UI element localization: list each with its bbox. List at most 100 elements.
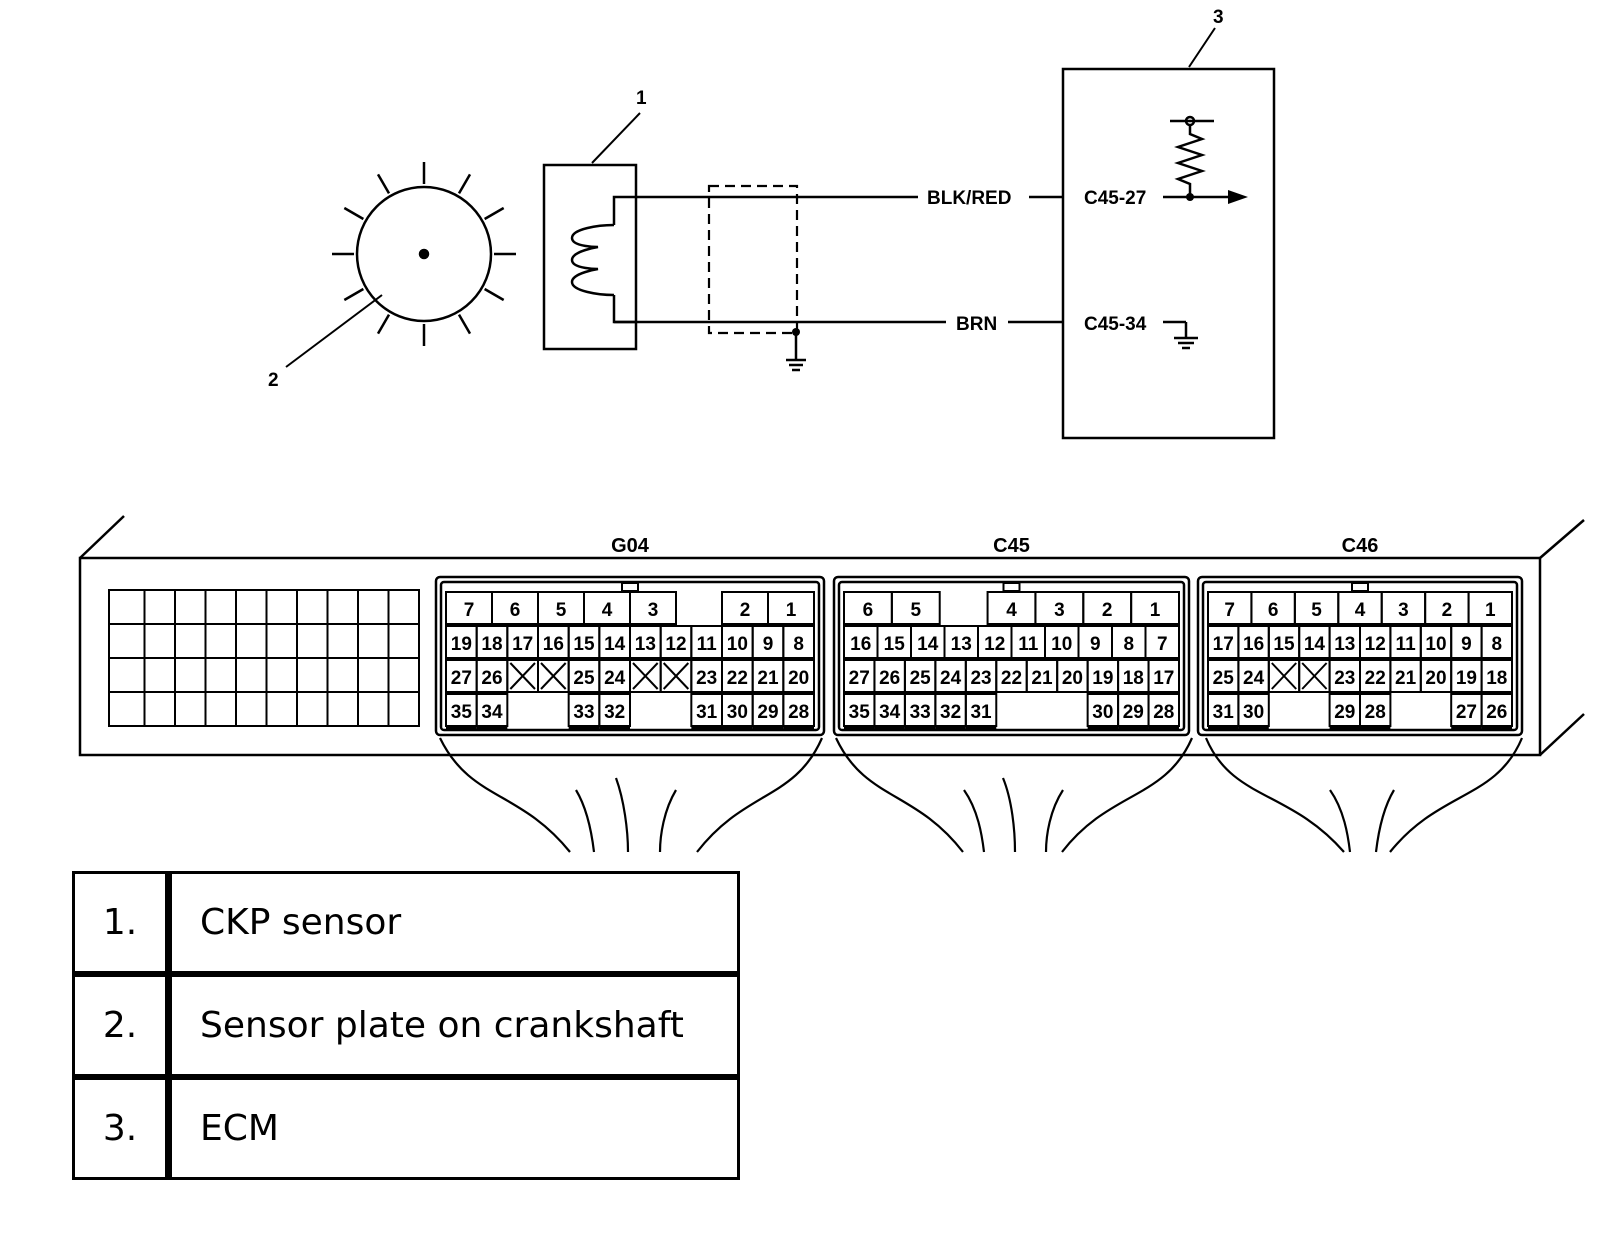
- pin-label: 5: [910, 600, 921, 621]
- wiring-diagram: 2 1 BLK/RED C45-27 BRN C45-34 3: [78, 7, 1585, 853]
- pin-label: 6: [1268, 600, 1279, 621]
- callout-1: 1: [636, 88, 647, 109]
- pin-label: 27: [451, 668, 472, 689]
- ecm-connector-view: [78, 515, 1585, 757]
- legend-number: 3.: [72, 1074, 172, 1180]
- pin-label: 26: [879, 668, 900, 689]
- pin-label: 25: [910, 668, 932, 689]
- callout-leader-1: [591, 112, 641, 164]
- pin-label: 10: [727, 634, 748, 655]
- pin-label: 11: [697, 634, 718, 655]
- callout-leader-3: [1188, 27, 1216, 68]
- connector-title: C45: [993, 535, 1030, 557]
- pin-label: 7: [1224, 600, 1235, 621]
- pin-label: 28: [1153, 702, 1174, 723]
- connector-title: C46: [1342, 535, 1379, 557]
- legend-text: Sensor plate on crankshaft: [167, 971, 740, 1079]
- pin-label: 23: [1334, 668, 1355, 689]
- pin-label: 3: [648, 600, 659, 621]
- ecm-pullup-circuit: [1163, 115, 1248, 204]
- pin-label: 12: [1365, 634, 1386, 655]
- ground-terminal: C45-34: [1084, 314, 1147, 335]
- pin-label: 17: [1153, 668, 1174, 689]
- pin-label: 28: [788, 702, 809, 723]
- pin-label: 29: [1334, 702, 1355, 723]
- pin-label: 3: [1398, 600, 1409, 621]
- pin-label: 32: [940, 702, 961, 723]
- pin-label: 24: [604, 668, 626, 689]
- callout-3: 3: [1213, 7, 1224, 28]
- pin-label: 8: [1123, 634, 1134, 655]
- legend-number: 2.: [72, 971, 172, 1079]
- pin-label: 7: [1157, 634, 1168, 655]
- ecm-ground-symbol: [1163, 320, 1198, 350]
- pin-label: 16: [850, 634, 871, 655]
- pin-label: 14: [1304, 634, 1326, 655]
- pin-label: 13: [635, 634, 656, 655]
- pin-label: 19: [1456, 668, 1477, 689]
- pin-label: 35: [849, 702, 871, 723]
- signal-wire-color: BLK/RED: [927, 188, 1011, 209]
- pin-label: 15: [884, 634, 906, 655]
- connector-title: G04: [611, 535, 650, 557]
- pin-label: 21: [1031, 668, 1053, 689]
- pin-label: 21: [757, 668, 779, 689]
- pin-label: 6: [863, 600, 874, 621]
- pin-label: 5: [1311, 600, 1322, 621]
- pin-label: 1: [1150, 600, 1161, 621]
- pin-label: 22: [1001, 668, 1022, 689]
- pin-label: 12: [984, 634, 1005, 655]
- pin-label: 34: [879, 702, 901, 723]
- pin-label: 7: [464, 600, 475, 621]
- pin-label: 1: [1485, 600, 1496, 621]
- pin-label: 18: [481, 634, 502, 655]
- pin-label: 10: [1051, 634, 1072, 655]
- legend-text: ECM: [167, 1074, 740, 1180]
- ecm-housing-grid: [108, 589, 420, 727]
- signal-terminal: C45-27: [1084, 188, 1146, 209]
- pin-label: 22: [727, 668, 748, 689]
- pin-label: 2: [1442, 600, 1453, 621]
- pin-label: 16: [543, 634, 564, 655]
- pin-label: 26: [1486, 702, 1507, 723]
- pin-label: 4: [1355, 600, 1366, 621]
- pin-label: 6: [510, 600, 521, 621]
- sensor-plate: [332, 162, 516, 346]
- pin-label: 11: [1018, 634, 1039, 655]
- pin-label: 13: [1334, 634, 1355, 655]
- pin-label: 12: [665, 634, 686, 655]
- pin-label: 33: [910, 702, 931, 723]
- pin-label: 4: [1006, 600, 1017, 621]
- ecm-box: [1061, 67, 1276, 440]
- legend-row: 1. CKP sensor: [72, 871, 740, 976]
- pin-label: 2: [740, 600, 751, 621]
- legend-row: 2. Sensor plate on crankshaft: [72, 971, 740, 1079]
- pin-label: 29: [1123, 702, 1144, 723]
- pin-label: 20: [1062, 668, 1083, 689]
- pin-label: 22: [1365, 668, 1386, 689]
- pin-label: 24: [940, 668, 962, 689]
- pin-label: 26: [481, 668, 502, 689]
- legend-row: 3. ECM: [72, 1074, 740, 1180]
- pin-label: 27: [1456, 702, 1477, 723]
- pin-label: 29: [757, 702, 778, 723]
- pin-label: 27: [849, 668, 870, 689]
- ground-wire-color: BRN: [956, 314, 997, 335]
- pin-label: 35: [451, 702, 473, 723]
- pin-label: 8: [1492, 634, 1503, 655]
- pin-label: 16: [1243, 634, 1264, 655]
- pin-label: 9: [1461, 634, 1472, 655]
- pin-label: 13: [951, 634, 972, 655]
- pin-label: 31: [696, 702, 718, 723]
- pin-label: 17: [512, 634, 533, 655]
- pin-label: 28: [1365, 702, 1386, 723]
- pin-label: 4: [602, 600, 613, 621]
- callout-2: 2: [268, 370, 279, 391]
- pin-label: 24: [1243, 668, 1265, 689]
- pin-label: 20: [1425, 668, 1446, 689]
- pin-label: 25: [573, 668, 595, 689]
- pin-label: 14: [604, 634, 626, 655]
- legend-text: CKP sensor: [167, 871, 740, 976]
